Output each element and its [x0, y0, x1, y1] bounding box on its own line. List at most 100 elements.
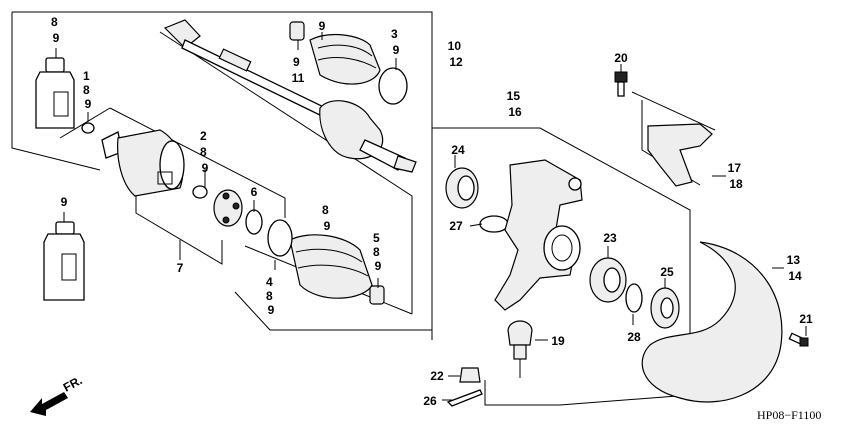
ref-label-line: 9 — [375, 259, 382, 273]
ref-label-4-8-9: 4 8 9 — [266, 275, 276, 317]
ball-joint-part-19 — [507, 320, 533, 378]
ref-label-25: 25 — [660, 265, 674, 279]
ref-label-6: 6 — [251, 185, 258, 199]
ref-label-8-9-oil-top: 8 9 — [51, 15, 61, 45]
ref-label-13-14: 13 14 — [787, 253, 804, 283]
seal-part-25 — [650, 287, 680, 329]
driveshaft-assembly — [163, 19, 417, 173]
band-part-3 — [378, 67, 408, 105]
ref-label-line: 9 — [293, 55, 300, 69]
steering-knuckle — [494, 159, 583, 311]
ref-label-8-9-boot-bottom: 8 9 — [322, 203, 332, 233]
ref-label-line: 22 — [430, 369, 444, 383]
bolt-part-21 — [788, 332, 809, 347]
ref-label-line: 5 — [373, 231, 380, 245]
ref-label-line: 6 — [251, 185, 258, 199]
band-clip-5 — [369, 285, 385, 305]
ref-label-24: 24 — [451, 143, 465, 157]
boot-bottom — [289, 234, 373, 299]
ref-label-line: 9 — [319, 19, 326, 33]
ref-label-line: 4 — [266, 275, 273, 289]
ref-label-line: 10 — [448, 39, 462, 53]
castle-nut-part-22 — [459, 367, 481, 383]
ref-label-9-11: 9 11 — [292, 55, 305, 85]
ref-label-15-16: 15 16 — [507, 89, 524, 119]
ref-label-line: 9 — [324, 219, 331, 233]
ref-label-line: 11 — [292, 71, 305, 85]
ref-label-line: 8 — [83, 83, 90, 97]
ref-label-23: 23 — [603, 231, 617, 245]
ref-label-26: 26 — [423, 394, 437, 408]
ref-label-line: 1 — [83, 69, 90, 83]
ref-label-2-8-9: 2 8 9 — [200, 129, 210, 175]
ring-part-6 — [245, 209, 263, 235]
ref-label-line: 9 — [85, 97, 92, 111]
ref-label-line: 20 — [614, 51, 628, 65]
ref-label-line: 8 — [266, 289, 273, 303]
ref-label-line: 8 — [322, 203, 329, 217]
ref-label-line: 9 — [268, 303, 275, 317]
ref-label-line: 9 — [53, 31, 60, 45]
ref-label-17-18: 17 18 — [728, 161, 745, 191]
ref-label-line: 9 — [202, 161, 209, 175]
ref-label-line: 7 — [177, 261, 184, 275]
bearing-part-24 — [445, 167, 479, 209]
ref-label-3-9: 3 9 — [391, 27, 401, 57]
ref-label-line: 14 — [788, 269, 802, 283]
ref-label-line: 2 — [200, 129, 207, 143]
disc-cover-part-13-14 — [641, 241, 783, 403]
ref-label-line: 25 — [660, 265, 674, 279]
ref-label-line: 15 — [507, 89, 521, 103]
ref-label-line: 27 — [449, 219, 463, 233]
ref-label-line: 18 — [729, 177, 743, 191]
ref-label-line: 8 — [373, 245, 380, 259]
ref-label-line: 16 — [508, 105, 522, 119]
ref-label-line: 3 — [391, 27, 398, 41]
band-part-4 — [267, 219, 293, 257]
bolt-part-20 — [614, 71, 628, 97]
ref-label-line: 19 — [551, 334, 565, 348]
ref-label-9-boot-top: 9 — [319, 19, 326, 33]
front-direction-arrow: FR. — [30, 373, 84, 416]
boot-top — [309, 34, 381, 85]
o-ring-part-1 — [81, 122, 95, 134]
ref-label-line: 28 — [627, 330, 641, 344]
ball-cage — [213, 189, 243, 227]
ref-label-19: 19 — [551, 334, 565, 348]
ref-label-22: 22 — [430, 369, 444, 383]
ref-label-27: 27 — [449, 219, 463, 233]
cotter-pin-part-26 — [446, 389, 483, 407]
circlip-part-2 — [192, 185, 208, 199]
ref-label-line: 17 — [728, 161, 742, 175]
ref-label-line: 12 — [449, 55, 463, 69]
ref-label-line: 26 — [423, 394, 437, 408]
ref-label-20: 20 — [614, 51, 628, 65]
ref-label-28: 28 — [627, 330, 641, 344]
ref-label-1-8-9: 1 8 9 — [83, 69, 93, 111]
ref-label-line: 9 — [61, 195, 68, 209]
oil-bottle-top — [35, 57, 75, 129]
ref-label-line: 13 — [787, 253, 801, 267]
bracket-part-17-18 — [647, 123, 713, 187]
ref-label-21: 21 — [799, 312, 813, 326]
front-direction-label: FR. — [61, 373, 85, 394]
oil-bottle-bottom — [43, 221, 85, 301]
band-clip-9-11 — [289, 21, 305, 41]
diagram-code: HP08−F1100 — [757, 408, 821, 422]
bearing-part-23 — [589, 257, 627, 303]
inner-cv-joint — [101, 129, 185, 197]
ref-label-line: 9 — [393, 43, 400, 57]
ref-label-line: 24 — [451, 143, 465, 157]
circlip-part-27 — [479, 215, 509, 233]
ref-label-line: 23 — [603, 231, 617, 245]
ref-label-7: 7 — [177, 261, 184, 275]
circlip-part-28 — [625, 283, 643, 313]
ref-label-line: 8 — [51, 15, 58, 29]
ref-label-10-12: 10 12 — [448, 39, 465, 69]
ref-label-line: 21 — [799, 312, 813, 326]
ref-label-line: 8 — [200, 145, 207, 159]
ref-label-9-oil-bottom: 9 — [61, 195, 68, 209]
leader-lines — [55, 32, 807, 401]
ref-label-5-8-9: 5 8 9 — [373, 231, 383, 273]
